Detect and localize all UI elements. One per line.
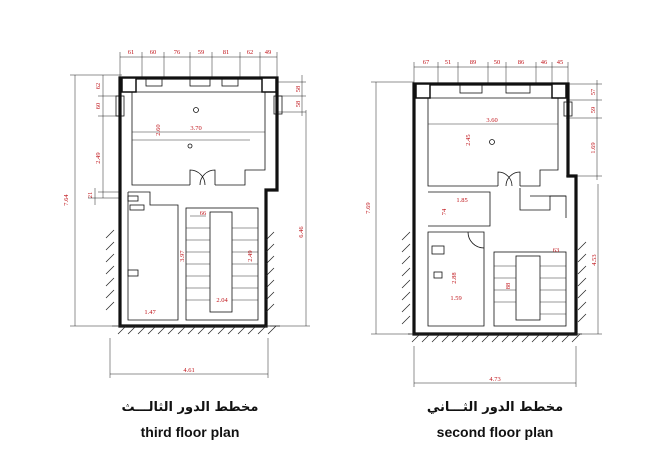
second-overall-left: 7.69 (365, 202, 372, 213)
second-stair: 63 88 (493, 247, 567, 327)
third-top-dim-3: 76 (174, 49, 181, 56)
third-ground-hatch (105, 229, 280, 335)
second-top-dim-6: 46 (541, 59, 548, 66)
third-floor-caption-arabic: مخطط الدور الثالـــث (121, 400, 259, 415)
third-top-dim-7: 49 (265, 49, 272, 56)
second-overall-right: 4.53 (591, 254, 598, 265)
third-floor-plan: 61 60 76 59 81 62 49 7.64 62 60 2.49 21 (63, 49, 310, 378)
third-right-dim-2: 58 (295, 101, 302, 108)
second-bath-depth: 2.88 (451, 272, 458, 283)
second-bottom-overall: 4.73 (489, 376, 500, 383)
second-top-dim-1: 67 (423, 59, 430, 66)
third-stair-label: 2.49 (247, 250, 254, 261)
second-bottom-dimension: 4.73 (413, 346, 577, 387)
third-walls: 3.70 2.60 1.47 (115, 76, 283, 328)
third-top-dim-4: 59 (198, 49, 205, 56)
third-landing: 66 (200, 210, 207, 217)
third-bath-width: 1.47 (144, 309, 156, 316)
second-corridor-width: 1.85 (456, 197, 467, 204)
second-floor-caption-arabic: مخطط الدور الثـــاني (426, 400, 564, 415)
third-top-dimension-chain: 61 60 76 59 81 62 49 (119, 49, 278, 78)
third-stair: 66 3.97 2.49 2.04 (179, 207, 259, 321)
third-room-width: 3.70 (190, 125, 201, 132)
second-right-dim-3: 1.69 (590, 142, 597, 153)
third-left-dim-1: 62 (95, 83, 102, 90)
third-left-dimensions: 7.64 62 60 2.49 21 (63, 74, 122, 327)
third-room-depth: 2.60 (155, 124, 162, 135)
third-left-dim-3: 2.49 (95, 152, 102, 163)
third-left-dim-2: 60 (95, 103, 102, 110)
second-bath-width: 1.59 (450, 295, 461, 302)
second-left-dimensions: 7.69 (365, 81, 414, 335)
second-top-dim-4: 50 (494, 59, 501, 66)
third-top-dim-5: 81 (223, 49, 230, 56)
third-right-dim-1: 58 (295, 86, 302, 93)
second-room-width: 3.60 (486, 117, 497, 124)
second-ground-hatch (401, 231, 587, 343)
third-stair-width: 2.04 (216, 297, 228, 304)
third-stair-depth: 3.97 (179, 250, 186, 262)
second-top-dim-5: 86 (518, 59, 525, 66)
third-top-dim-6: 62 (247, 49, 254, 56)
second-right-dimensions: 57 59 1.69 4.53 (566, 80, 602, 335)
third-overall-right: 6.46 (298, 226, 305, 238)
second-top-dim-2: 51 (445, 59, 452, 66)
second-stair-label: 88 (505, 283, 512, 290)
second-top-dim-7: 45 (557, 59, 564, 66)
third-left-dim-4: 21 (87, 192, 94, 199)
third-bottom-dimension: 4.61 (109, 338, 269, 378)
second-floor-plan: 67 51 89 50 86 46 45 7.69 57 59 1.69 4.5… (365, 59, 602, 387)
second-walls: 3.60 2.45 1.85 74 2.88 1.59 (412, 82, 578, 336)
second-top-dim-3: 89 (470, 59, 477, 66)
second-floor-caption-english: second floor plan (436, 424, 554, 440)
second-right-dim-1: 57 (590, 88, 597, 95)
third-top-dim-2: 60 (150, 49, 157, 56)
second-room-depth: 2.45 (465, 134, 472, 145)
second-right-dim-2: 59 (590, 107, 597, 114)
third-floor-caption-english: third floor plan (140, 424, 240, 440)
third-top-dim-1: 61 (128, 49, 135, 56)
second-corridor-depth: 74 (441, 208, 448, 215)
second-top-dimension-chain: 67 51 89 50 86 46 45 (413, 59, 569, 84)
third-overall-left: 7.64 (63, 194, 70, 206)
second-stair-dim: 63 (553, 247, 560, 254)
third-bottom-overall: 4.61 (183, 367, 194, 374)
